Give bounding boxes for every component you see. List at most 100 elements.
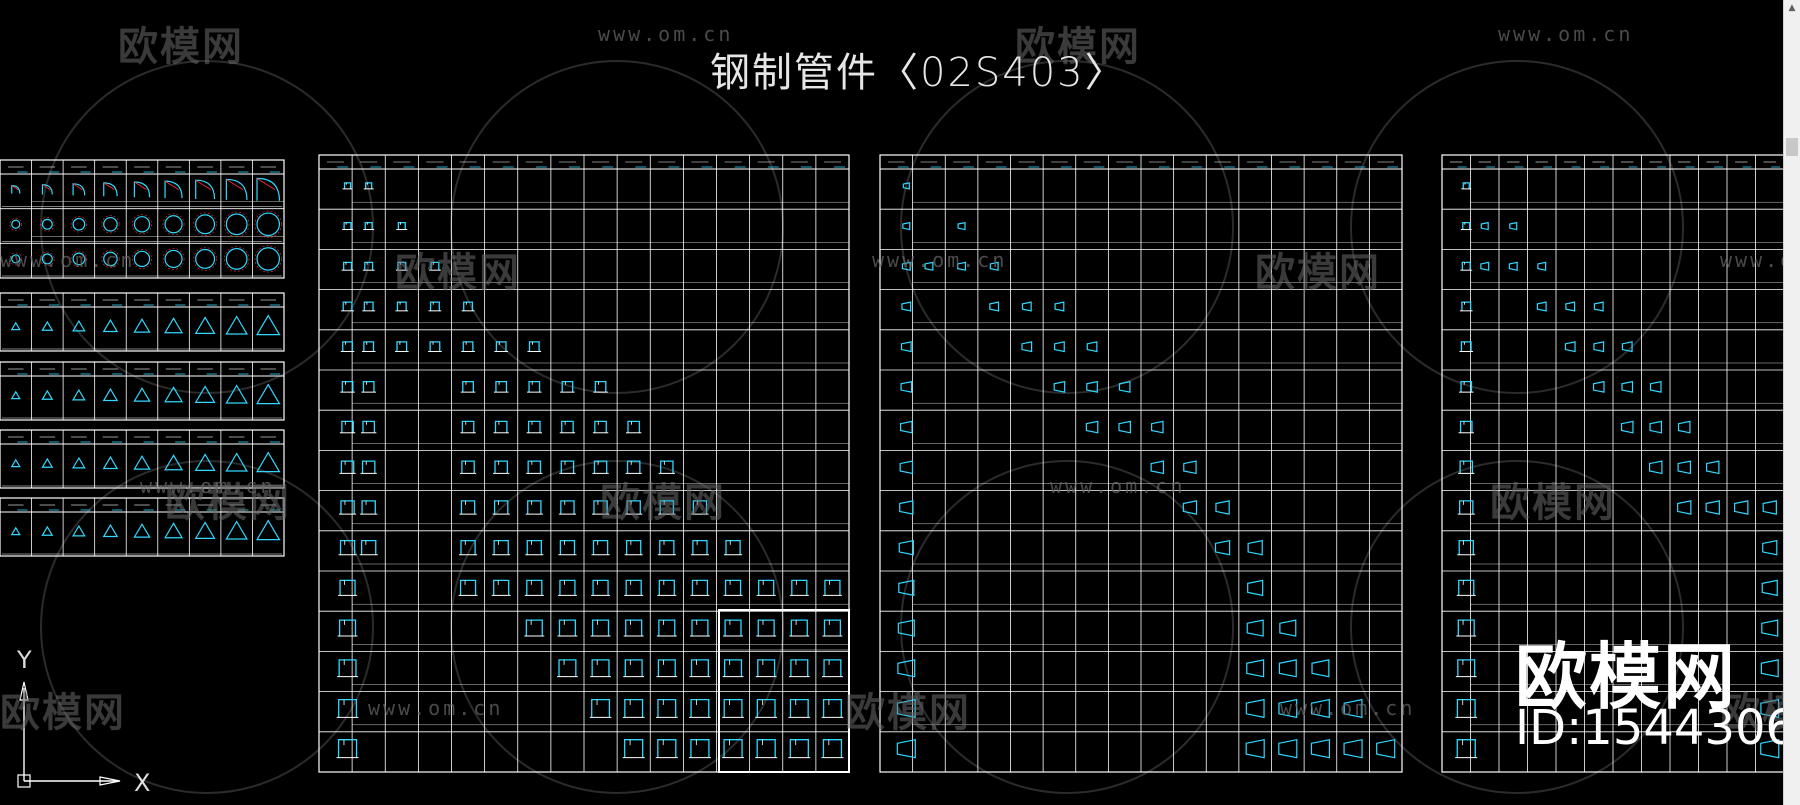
- watermark-logo: 欧模网: [1255, 250, 1381, 296]
- bolt-circle: [254, 210, 282, 238]
- reference-fitting-symbol: [342, 301, 353, 311]
- reducer-symbol: [1649, 380, 1662, 393]
- reducer-symbol: [1086, 341, 1098, 353]
- tee-fitting-symbol: [363, 301, 374, 311]
- tee-fitting-symbol: [527, 500, 542, 515]
- reference-fitting-symbol: [1461, 301, 1472, 311]
- tee-fitting-symbol: [560, 460, 575, 474]
- reducer-symbol: [1705, 500, 1720, 515]
- reducer-symbol: [1593, 301, 1604, 312]
- reference-fitting-symbol: [1459, 500, 1474, 515]
- flange-ring-symbol: [256, 247, 281, 271]
- reference-fitting-symbol: [343, 261, 353, 271]
- tee-fitting-symbol: [824, 579, 841, 596]
- elbow-symbol: [164, 180, 183, 199]
- watermark-logo: 欧模网: [1015, 24, 1141, 70]
- tee-fitting-symbol: [526, 539, 543, 555]
- tee-fitting-symbol: [396, 341, 408, 352]
- tee-fitting-symbol: [658, 619, 676, 637]
- tee-fitting-symbol: [361, 500, 376, 515]
- tee-fitting-symbol: [724, 659, 743, 677]
- tee-symbol: [102, 318, 119, 333]
- reducer-symbol: [957, 221, 966, 231]
- ucs-x-label: X: [134, 769, 151, 797]
- bolt-circle: [224, 246, 250, 272]
- reducer-symbol: [1706, 460, 1720, 475]
- bolt-circle: [40, 251, 55, 267]
- reducer-symbol: [1376, 738, 1396, 759]
- reducer-symbol: [1760, 659, 1779, 678]
- tee-fitting-symbol: [691, 619, 709, 637]
- watermark-logo: 欧模网: [600, 480, 726, 526]
- tee-fitting-symbol: [495, 341, 507, 352]
- reducer-symbol: [1564, 341, 1576, 353]
- flange-ring-symbol: [225, 213, 248, 236]
- flange-ring-symbol: [133, 250, 151, 268]
- elbow-centerline: [11, 185, 19, 190]
- reference-reducer-symbol: [902, 221, 911, 231]
- reducer-symbol: [1310, 738, 1331, 759]
- reducer-symbol: [1760, 698, 1780, 719]
- tee-symbol: [133, 318, 151, 333]
- tee-fitting-symbol: [528, 341, 540, 352]
- tee-fitting-symbol: [692, 500, 708, 515]
- bolt-circle: [101, 215, 120, 234]
- reducer-symbol: [1311, 659, 1330, 678]
- tee-symbol: [10, 458, 21, 468]
- reference-fitting-symbol: [1461, 261, 1471, 271]
- tee-symbol: [164, 317, 184, 334]
- tee-fitting-symbol: [494, 460, 508, 474]
- tee-fitting-symbol: [789, 739, 809, 758]
- reducer-symbol: [1183, 460, 1197, 475]
- reducer-symbol: [1054, 301, 1065, 312]
- tee-fitting-symbol: [363, 341, 375, 352]
- tee-fitting-symbol: [460, 500, 476, 515]
- reference-reducer-symbol: [900, 420, 913, 434]
- reducer-symbol: [1310, 698, 1330, 719]
- tee-fitting-symbol: [756, 698, 776, 718]
- reference-fitting-symbol: [342, 341, 354, 352]
- scrollbar-thumb[interactable]: [1786, 138, 1798, 156]
- triangle-up-icon[interactable]: ▲: [1788, 3, 1796, 13]
- reducer-symbol: [1677, 500, 1692, 515]
- tee-fitting-symbol: [460, 539, 476, 555]
- reducer-symbol: [1536, 301, 1547, 312]
- reducer-symbol: [1150, 460, 1165, 475]
- drawing-title: 钢制管件〈02S403〉: [710, 50, 1127, 96]
- tee-fitting-symbol: [594, 380, 607, 393]
- tee-fitting-symbol: [560, 500, 575, 515]
- tee-fitting-symbol: [459, 579, 477, 596]
- reducer-symbol: [1085, 420, 1099, 434]
- elbow-centerline: [103, 182, 115, 190]
- tee-fitting-symbol: [756, 739, 776, 758]
- reducer-symbol: [1565, 301, 1576, 312]
- tee-fitting-symbol: [823, 659, 842, 677]
- tee-fitting-symbol: [592, 579, 609, 596]
- tee-symbol: [225, 384, 249, 404]
- tee-fitting-symbol: [626, 460, 641, 474]
- reducer-symbol: [1245, 698, 1265, 719]
- tee-symbol: [194, 453, 216, 471]
- tee-fitting-symbol: [594, 420, 607, 433]
- flange-ring-symbol: [195, 248, 216, 269]
- tee-fitting-symbol: [690, 698, 710, 718]
- reference-fitting-symbol: [1456, 739, 1476, 758]
- vertical-scrollbar[interactable]: ▲: [1783, 0, 1800, 805]
- reducer-symbol: [957, 261, 967, 271]
- reducer-symbol: [1151, 420, 1164, 434]
- reducer-symbol: [1734, 500, 1749, 515]
- bolt-circle: [70, 250, 87, 268]
- elbow-centerline: [226, 178, 244, 190]
- tee-fitting-symbol: [725, 539, 741, 555]
- tee-fitting-symbol: [723, 739, 743, 758]
- tee-fitting-symbol: [493, 579, 510, 596]
- tee-fitting-symbol: [593, 500, 608, 515]
- tee-fitting-symbol: [823, 619, 842, 637]
- watermark-logo: 欧模网: [1720, 690, 1784, 736]
- left-table-frame: [0, 429, 285, 489]
- tee-fitting-symbol: [626, 500, 641, 515]
- tee-symbol: [102, 455, 119, 470]
- tee-symbol: [102, 523, 119, 538]
- bolt-circle: [9, 252, 23, 266]
